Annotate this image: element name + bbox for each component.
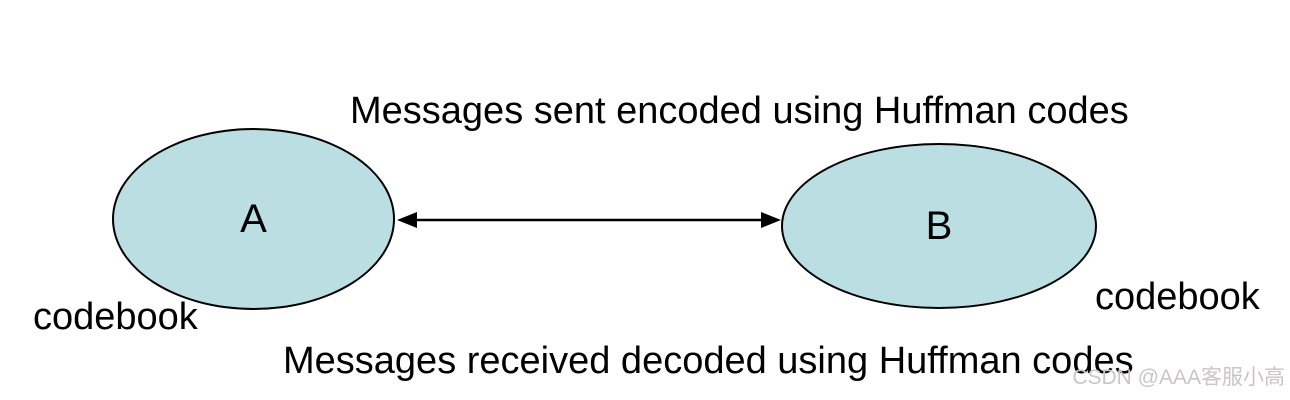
arrowhead-right-icon [761, 212, 781, 228]
top-caption: Messages sent encoded using Huffman code… [350, 90, 1129, 132]
node-b-ellipse: B [781, 143, 1097, 309]
watermark-text: CSDN @AAA客服小高 [1072, 366, 1285, 389]
codebook-label-left: codebook [33, 296, 198, 338]
codebook-label-right: codebook [1095, 276, 1260, 318]
node-a-label: A [240, 197, 267, 241]
node-b-label: B [925, 204, 953, 248]
arrowhead-left-icon [397, 212, 417, 228]
node-a-ellipse: A [112, 128, 395, 310]
bottom-caption: Messages received decoded using Huffman … [283, 340, 1134, 382]
